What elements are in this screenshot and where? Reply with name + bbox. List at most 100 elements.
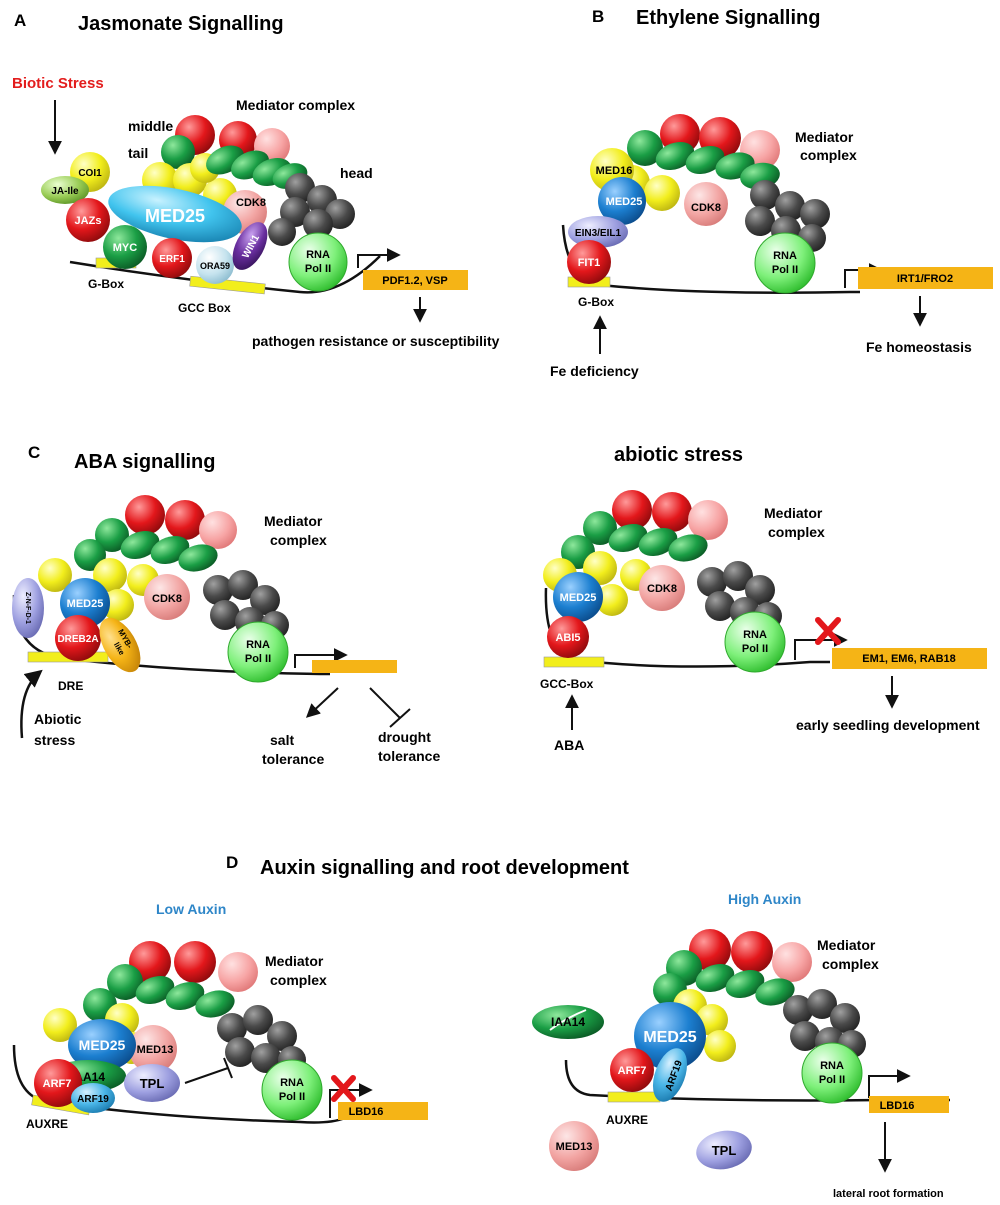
ein3-eil1 bbox=[568, 216, 628, 248]
head-subunit bbox=[790, 1021, 820, 1051]
panel-letter: A bbox=[14, 11, 26, 30]
panel-d-low-auxin: Low Auxin Mediator complex AUXRE RNA Pol… bbox=[12, 901, 428, 1131]
panel-d-high-auxin: High Auxin Mediator complex AUXRE RNA Po… bbox=[532, 891, 950, 1200]
dreb2a-label: DREB2A bbox=[57, 634, 98, 645]
panel-title: Ethylene Signalling bbox=[636, 7, 820, 29]
iaa14-degradation-mark bbox=[549, 1009, 587, 1031]
label-mediator: Mediator bbox=[264, 513, 323, 529]
mediator-subunit bbox=[685, 145, 725, 175]
transcription-arrow bbox=[868, 1069, 911, 1098]
head-subunit bbox=[800, 199, 830, 229]
transcription-arrow bbox=[329, 1083, 373, 1118]
drought-inhibition bbox=[369, 687, 401, 719]
panel-title: abiotic stress bbox=[614, 444, 743, 466]
label-mediator: complex bbox=[768, 524, 825, 540]
med13-label: MED13 bbox=[556, 1141, 593, 1153]
middle-subunit bbox=[199, 511, 237, 549]
rna-pol-label: RNA bbox=[820, 1060, 844, 1072]
iaa14-label: IAA14 bbox=[551, 1015, 585, 1029]
subtitle: Low Auxin bbox=[156, 901, 226, 917]
panel-c-abiotic: abiotic stress Mediator complex GCC-Box … bbox=[540, 444, 987, 753]
gene-label: PDF1.2, VSP bbox=[382, 275, 447, 287]
outcome-label: pathogen resistance or susceptibility bbox=[252, 333, 500, 349]
med25 bbox=[553, 572, 603, 622]
rna-pol-ii bbox=[724, 611, 786, 673]
tpl-inhibition-bar bbox=[223, 1057, 233, 1079]
head-subunit bbox=[723, 561, 753, 591]
panel-letter: B bbox=[592, 7, 604, 26]
tpl-label: TPL bbox=[140, 1076, 165, 1091]
arf7-label: ARF7 bbox=[618, 1065, 647, 1077]
target-gene bbox=[363, 270, 468, 290]
rna-pol-ii bbox=[801, 1042, 863, 1104]
middle-subunit bbox=[772, 942, 812, 982]
mediator-subunit bbox=[655, 141, 695, 171]
jazs bbox=[66, 198, 110, 242]
head-subunit bbox=[705, 591, 735, 621]
drought-inhibition-bar bbox=[389, 708, 411, 728]
middle-subunit bbox=[652, 492, 692, 532]
target-gene bbox=[832, 648, 987, 669]
middle-subunit bbox=[174, 941, 216, 983]
outcome-label: Fe homeostasis bbox=[866, 339, 972, 355]
auxre-label: AUXRE bbox=[606, 1113, 648, 1127]
head-subunit bbox=[303, 209, 333, 239]
ora59 bbox=[196, 246, 234, 284]
blocked-x-icon bbox=[815, 617, 841, 645]
tpl bbox=[696, 1130, 752, 1170]
middle-subunit bbox=[688, 500, 728, 540]
mediator-subunit bbox=[725, 969, 765, 999]
label-mediator: complex bbox=[800, 147, 857, 163]
head-subunit bbox=[243, 1005, 273, 1035]
panel-title: Jasmonate Signalling bbox=[78, 13, 284, 35]
label-mediator: Mediator bbox=[764, 505, 823, 521]
arf7 bbox=[610, 1048, 654, 1092]
gccbox-label: GCC-Box bbox=[540, 677, 594, 691]
win1 bbox=[232, 222, 268, 270]
label-head: head bbox=[340, 165, 373, 181]
subtitle: High Auxin bbox=[728, 891, 801, 907]
abi5 bbox=[547, 616, 589, 658]
rna-pol-label: Pol II bbox=[279, 1091, 305, 1103]
head-subunit bbox=[830, 1003, 860, 1033]
dre-label: DRE bbox=[58, 679, 83, 693]
rna-pol-ii bbox=[227, 621, 289, 683]
head-subunit bbox=[267, 1021, 297, 1051]
salt-label: salt bbox=[270, 732, 294, 748]
panel-letter: C bbox=[28, 443, 40, 462]
panel-c-aba: C ABA signalling Mediator complex DRE CD… bbox=[12, 443, 440, 767]
head-subunit bbox=[745, 575, 775, 605]
drought-label: tolerance bbox=[378, 748, 440, 764]
transcription-arrow bbox=[357, 248, 401, 268]
head-subunit bbox=[783, 995, 813, 1025]
fit1-label: FIT1 bbox=[578, 257, 601, 269]
mediator-subunit bbox=[668, 534, 708, 562]
jazs-label: JAZs bbox=[75, 215, 102, 227]
head-subunit bbox=[775, 191, 805, 221]
mediator-subunit bbox=[120, 530, 160, 560]
label-tail: tail bbox=[128, 145, 148, 161]
dreb2a bbox=[55, 615, 101, 661]
gccbox-element bbox=[543, 656, 605, 668]
arf19-label: ARF19 bbox=[77, 1094, 109, 1105]
med25 bbox=[68, 1019, 136, 1071]
med25 bbox=[108, 185, 242, 243]
med25-label: MED25 bbox=[606, 196, 643, 208]
panel-b: B Ethylene Signalling Mediator complex G… bbox=[550, 7, 993, 379]
gene-label: LBD16 bbox=[880, 1100, 915, 1112]
cdk8-label: CDK8 bbox=[691, 202, 721, 214]
mediator-subunit bbox=[95, 518, 129, 552]
mediator-subunit bbox=[178, 544, 218, 572]
rna-pol-label: RNA bbox=[773, 250, 797, 262]
rna-pol-label: Pol II bbox=[742, 643, 768, 655]
head-subunit bbox=[251, 1043, 281, 1073]
panel-letter: D bbox=[226, 853, 238, 872]
med25 bbox=[598, 177, 646, 225]
rna-pol-ii bbox=[261, 1059, 323, 1121]
mediator-subunit bbox=[195, 990, 235, 1018]
auxre-label: AUXRE bbox=[26, 1117, 68, 1131]
cdk8-label: CDK8 bbox=[236, 197, 266, 209]
head-subunit bbox=[285, 173, 315, 203]
arf19 bbox=[652, 1048, 688, 1102]
mediator-subunit bbox=[135, 975, 175, 1005]
